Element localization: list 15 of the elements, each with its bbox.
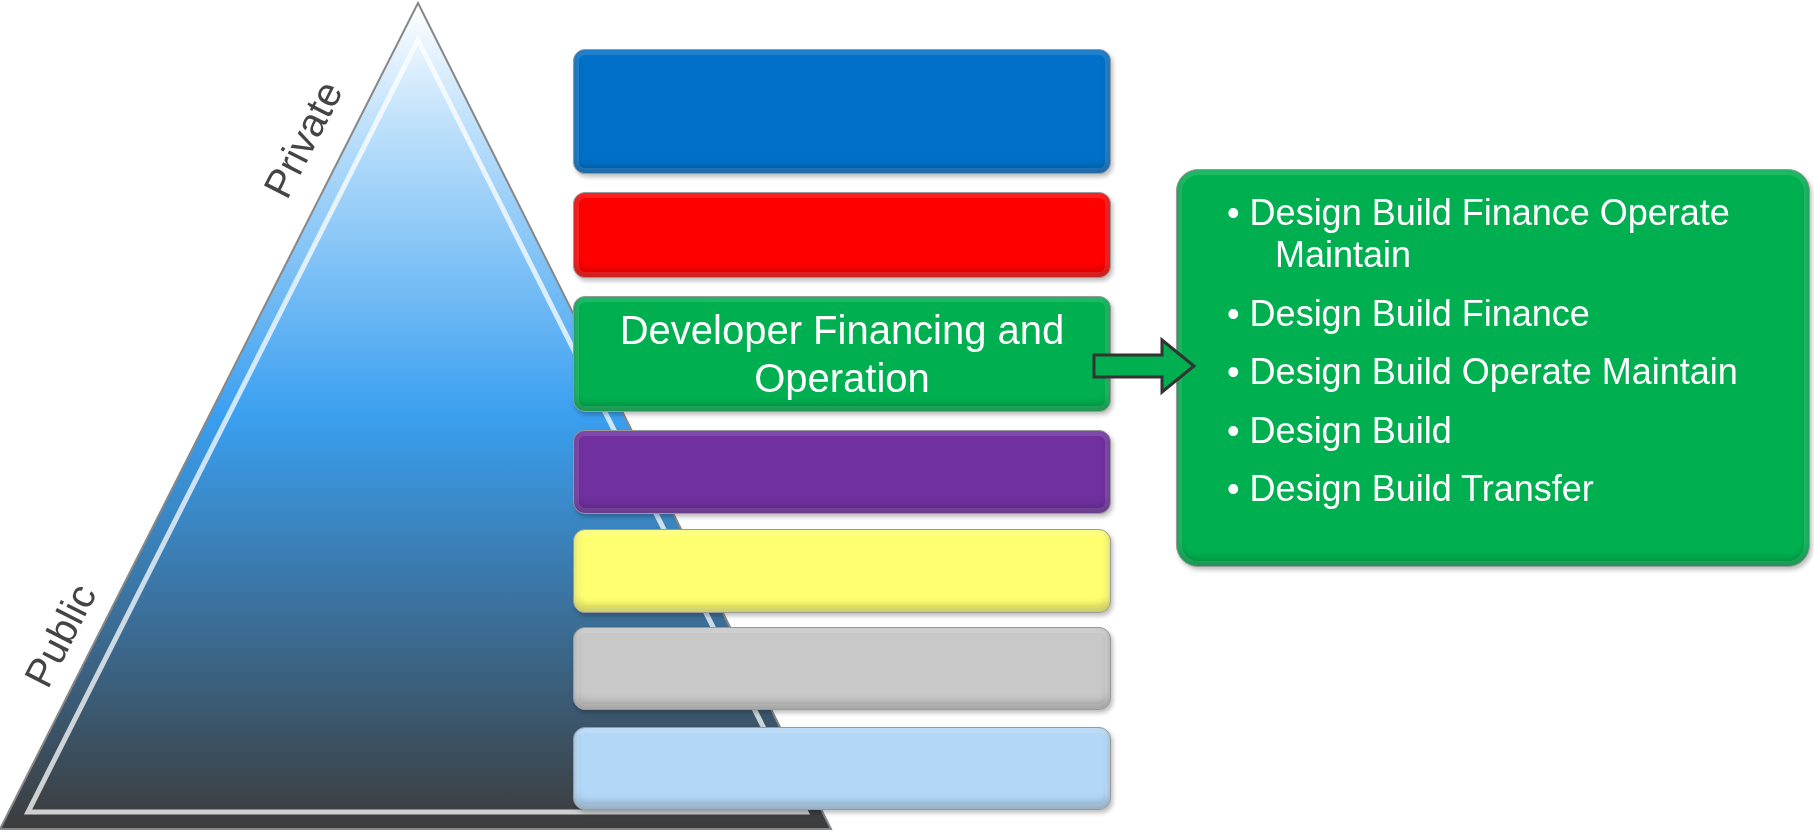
colored-bar (573, 192, 1111, 278)
list-item: • Design Build (1227, 409, 1453, 453)
colored-bar (573, 430, 1111, 514)
category-bar (573, 296, 1111, 412)
bar-label: Developer Financing and Operation (618, 307, 1066, 402)
colored-bar (573, 627, 1111, 710)
list-item: • Design Build Finance Operate Maintain (1227, 192, 1731, 277)
colored-bar (573, 727, 1111, 810)
block-arrow (1092, 336, 1197, 396)
list-panel (1176, 169, 1810, 567)
list-item: • Design Build Finance (1227, 292, 1591, 336)
colored-bar (573, 529, 1111, 613)
list-item: • Design Build Operate Maintain (1227, 351, 1739, 394)
colored-bar (573, 49, 1111, 174)
list-item: • Design Build Transfer (1227, 468, 1595, 511)
